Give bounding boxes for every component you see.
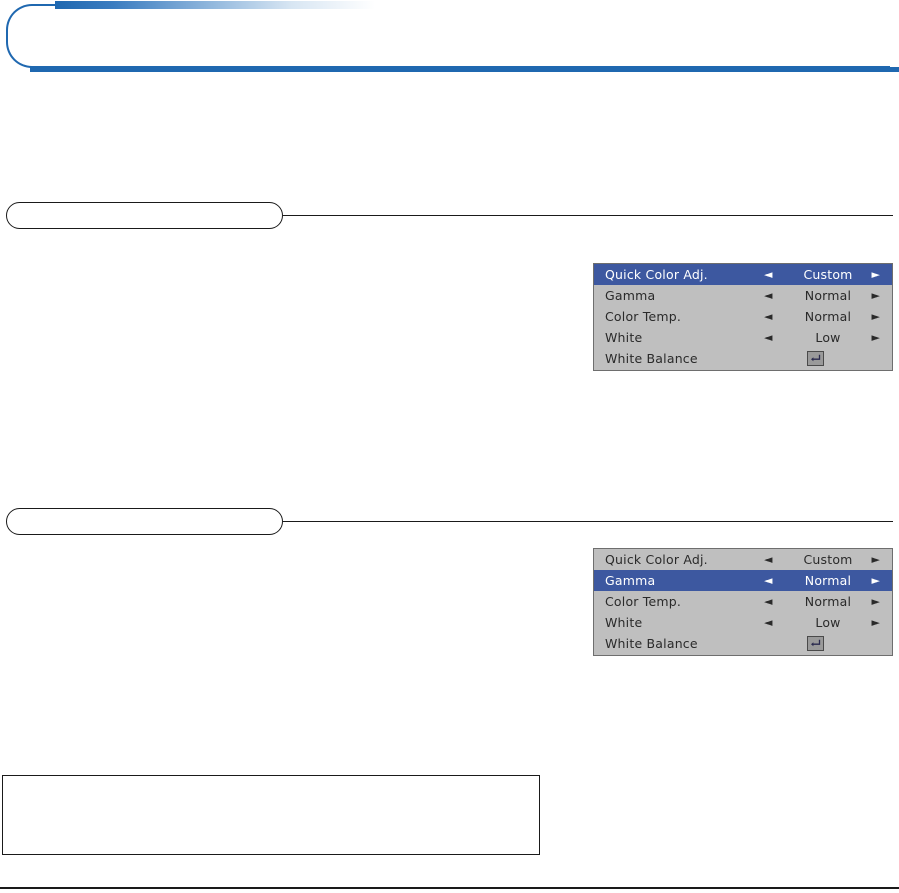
footer-rule	[0, 887, 899, 889]
osd-label-white: White	[605, 615, 643, 630]
osd-row-gamma[interactable]: Gamma ◄ Normal ►	[594, 570, 892, 591]
osd-value-white: Low	[815, 615, 841, 630]
osd-row-white[interactable]: White ◄ Low ►	[594, 327, 892, 348]
arrow-left-icon[interactable]: ◄	[764, 595, 773, 608]
section-pill-1	[6, 202, 283, 229]
arrow-right-icon[interactable]: ►	[871, 310, 880, 323]
osd-label-white-balance: White Balance	[605, 351, 698, 366]
osd-value-quick-color-adj: Custom	[803, 552, 853, 567]
osd-row-white-balance[interactable]: White Balance	[594, 633, 892, 654]
osd-row-white[interactable]: White ◄ Low ►	[594, 612, 892, 633]
arrow-left-icon[interactable]: ◄	[764, 331, 773, 344]
osd-label-color-temp: Color Temp.	[605, 309, 682, 324]
osd-menu-quick-color-adj[interactable]: Quick Color Adj. ◄ Custom ► Gamma ◄ Norm…	[593, 263, 893, 371]
osd-value-color-temp: Normal	[804, 309, 852, 324]
enter-key-icon[interactable]	[807, 351, 824, 366]
osd-row-color-temp[interactable]: Color Temp. ◄ Normal ►	[594, 591, 892, 612]
osd-label-white: White	[605, 330, 643, 345]
osd-row-quick-color-adj[interactable]: Quick Color Adj. ◄ Custom ►	[594, 264, 892, 285]
section-rule-1	[283, 215, 893, 217]
arrow-left-icon[interactable]: ◄	[764, 616, 773, 629]
header-gradient-bar	[55, 1, 375, 9]
osd-row-color-temp[interactable]: Color Temp. ◄ Normal ►	[594, 306, 892, 327]
osd-label-quick-color-adj: Quick Color Adj.	[605, 552, 708, 567]
osd-label-gamma: Gamma	[605, 573, 656, 588]
osd-row-white-balance[interactable]: White Balance	[594, 348, 892, 369]
arrow-left-icon[interactable]: ◄	[764, 268, 773, 281]
osd-value-color-temp: Normal	[804, 594, 852, 609]
header-bottom-rule	[30, 67, 899, 72]
arrow-right-icon[interactable]: ►	[871, 331, 880, 344]
osd-value-quick-color-adj: Custom	[803, 267, 853, 282]
section-pill-2	[6, 508, 283, 535]
osd-label-gamma: Gamma	[605, 288, 656, 303]
arrow-right-icon[interactable]: ►	[871, 553, 880, 566]
arrow-right-icon[interactable]: ►	[871, 289, 880, 302]
osd-label-white-balance: White Balance	[605, 636, 698, 651]
osd-menu-gamma[interactable]: Quick Color Adj. ◄ Custom ► Gamma ◄ Norm…	[593, 548, 893, 656]
arrow-left-icon[interactable]: ◄	[764, 553, 773, 566]
osd-value-gamma: Normal	[804, 288, 852, 303]
header-frame	[6, 4, 890, 68]
osd-value-gamma: Normal	[804, 573, 852, 588]
header-top-mask	[56, 0, 899, 7]
arrow-right-icon[interactable]: ►	[871, 595, 880, 608]
osd-label-quick-color-adj: Quick Color Adj.	[605, 267, 708, 282]
enter-key-icon[interactable]	[807, 636, 824, 651]
osd-value-white: Low	[815, 330, 841, 345]
osd-label-color-temp: Color Temp.	[605, 594, 682, 609]
osd-row-gamma[interactable]: Gamma ◄ Normal ►	[594, 285, 892, 306]
page-header	[0, 0, 899, 75]
arrow-left-icon[interactable]: ◄	[764, 574, 773, 587]
arrow-right-icon[interactable]: ►	[871, 268, 880, 281]
arrow-left-icon[interactable]: ◄	[764, 289, 773, 302]
arrow-left-icon[interactable]: ◄	[764, 310, 773, 323]
arrow-right-icon[interactable]: ►	[871, 616, 880, 629]
note-box	[2, 775, 540, 855]
section-rule-2	[283, 521, 893, 523]
osd-row-quick-color-adj[interactable]: Quick Color Adj. ◄ Custom ►	[594, 549, 892, 570]
arrow-right-icon[interactable]: ►	[871, 574, 880, 587]
